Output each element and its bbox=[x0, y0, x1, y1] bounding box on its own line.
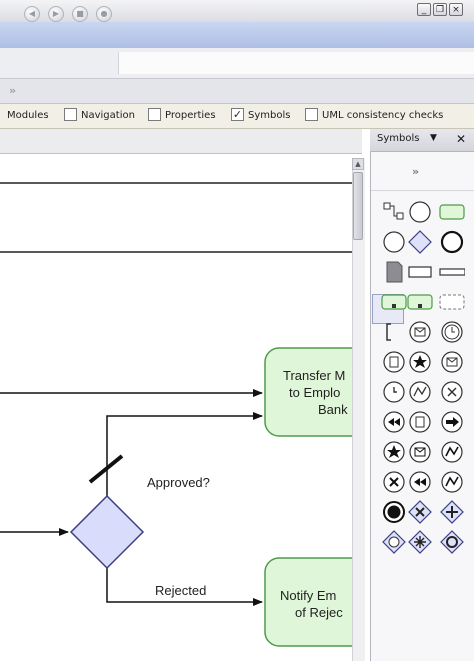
signal-throw-icon[interactable] bbox=[381, 439, 407, 465]
task-icon[interactable] bbox=[439, 199, 465, 225]
canvas-header bbox=[0, 129, 362, 154]
sequence-flow-rejected[interactable] bbox=[106, 568, 263, 606]
close-button[interactable]: × bbox=[449, 3, 463, 16]
task-transfer-line-3: Bank bbox=[318, 402, 348, 417]
task-notify-line-1: Notify Em bbox=[280, 588, 336, 603]
task-transfer-line-2: to Emplo bbox=[289, 385, 340, 400]
compensation-event-icon[interactable] bbox=[381, 409, 407, 435]
uml-checkbox[interactable] bbox=[305, 108, 318, 121]
parallel-gateway-icon[interactable] bbox=[439, 499, 465, 525]
inclusive-gateway-icon[interactable] bbox=[439, 529, 465, 555]
timer-boundary-icon[interactable] bbox=[381, 379, 407, 405]
event-gateway-icon[interactable] bbox=[381, 529, 407, 555]
message-event-icon[interactable] bbox=[407, 319, 433, 345]
vertical-scrollbar[interactable] bbox=[352, 158, 365, 661]
conditional-event-icon[interactable] bbox=[381, 349, 407, 375]
link-event-icon[interactable] bbox=[407, 409, 433, 435]
message-boundary-icon[interactable] bbox=[439, 349, 465, 375]
complex-gateway-icon[interactable] bbox=[407, 529, 433, 555]
symbols-panel-title: Symbols bbox=[377, 133, 420, 144]
timer-event-icon[interactable] bbox=[439, 319, 465, 345]
modules-label[interactable]: Modules bbox=[7, 110, 49, 121]
minimize-button[interactable]: _ bbox=[417, 3, 431, 16]
properties-label: Properties bbox=[165, 110, 216, 121]
secondary-toolbar bbox=[0, 79, 474, 104]
task-transfer[interactable] bbox=[264, 347, 352, 437]
window-title-bar bbox=[0, 0, 474, 23]
task-notify[interactable] bbox=[264, 557, 352, 647]
exclusive-gateway[interactable] bbox=[69, 494, 145, 570]
intermediate-event-icon[interactable] bbox=[381, 229, 407, 255]
restore-button[interactable]: ❐ bbox=[433, 3, 447, 16]
task-notify-line-2: of Rejec bbox=[295, 605, 343, 620]
back-button[interactable]: ◀ bbox=[24, 6, 40, 22]
symbols-overflow-icon[interactable]: » bbox=[412, 165, 419, 178]
diagram-canvas[interactable]: Transfer M to Emplo Bank Notify Em of Re… bbox=[0, 154, 352, 661]
symbols-panel-header bbox=[370, 129, 474, 152]
rectangle-shape-icon[interactable] bbox=[407, 259, 433, 285]
collapsed-subprocess-icon[interactable] bbox=[407, 289, 433, 315]
forward-button[interactable]: ▶ bbox=[48, 6, 64, 22]
process-diagram: Transfer M to Emplo Bank Notify Em of Re… bbox=[0, 182, 352, 647]
uml-label: UML consistency checks bbox=[322, 110, 444, 121]
group-icon[interactable] bbox=[439, 289, 465, 315]
lane-icon[interactable] bbox=[439, 259, 466, 285]
cancel-end-icon[interactable] bbox=[381, 469, 407, 495]
scrollbar-thumb[interactable] bbox=[353, 172, 363, 240]
scroll-up-button[interactable]: ▲ bbox=[352, 158, 364, 170]
data-object-icon[interactable] bbox=[381, 259, 407, 285]
compensation-end-icon[interactable] bbox=[407, 469, 433, 495]
exclusive-gateway-icon[interactable] bbox=[407, 499, 433, 525]
stop-button[interactable]: ■ bbox=[72, 6, 88, 22]
gateway-icon[interactable] bbox=[407, 229, 433, 255]
cancel-event-icon[interactable] bbox=[439, 379, 465, 405]
subprocess-icon[interactable] bbox=[381, 289, 407, 315]
navigation-checkbox[interactable] bbox=[64, 108, 77, 121]
dropdown-arrow-icon[interactable]: ▼ bbox=[430, 133, 437, 143]
rejected-label: Rejected bbox=[155, 583, 206, 598]
menu-band bbox=[0, 22, 474, 49]
symbols-label: Symbols bbox=[248, 110, 291, 121]
link-throw-icon[interactable] bbox=[439, 409, 465, 435]
toolbar-overflow-icon[interactable]: » bbox=[9, 84, 16, 97]
address-field[interactable] bbox=[118, 52, 474, 74]
annotation-icon[interactable] bbox=[381, 319, 407, 345]
connector-icon[interactable] bbox=[381, 199, 407, 225]
default-flow-marker bbox=[88, 454, 124, 484]
error-end-icon[interactable] bbox=[439, 469, 465, 495]
multiple-event-icon[interactable] bbox=[439, 439, 465, 465]
sequence-flow-approved[interactable] bbox=[106, 412, 263, 514]
message-throw-icon[interactable] bbox=[407, 439, 433, 465]
close-panel-icon[interactable]: ✕ bbox=[456, 132, 467, 146]
navigation-label: Navigation bbox=[81, 110, 135, 121]
gateway-label: Approved? bbox=[147, 475, 210, 490]
signal-event-icon[interactable] bbox=[407, 349, 433, 375]
end-event-icon[interactable] bbox=[439, 229, 465, 255]
conditional-boundary-icon[interactable] bbox=[407, 379, 433, 405]
terminate-end-icon[interactable] bbox=[381, 499, 407, 525]
symbols-separator bbox=[371, 190, 474, 191]
task-transfer-line-1: Transfer M bbox=[283, 368, 345, 383]
start-event-icon[interactable] bbox=[407, 199, 433, 225]
home-button[interactable]: ● bbox=[96, 6, 112, 22]
symbols-checkbox[interactable]: ✓ bbox=[231, 108, 244, 121]
properties-checkbox[interactable] bbox=[148, 108, 161, 121]
